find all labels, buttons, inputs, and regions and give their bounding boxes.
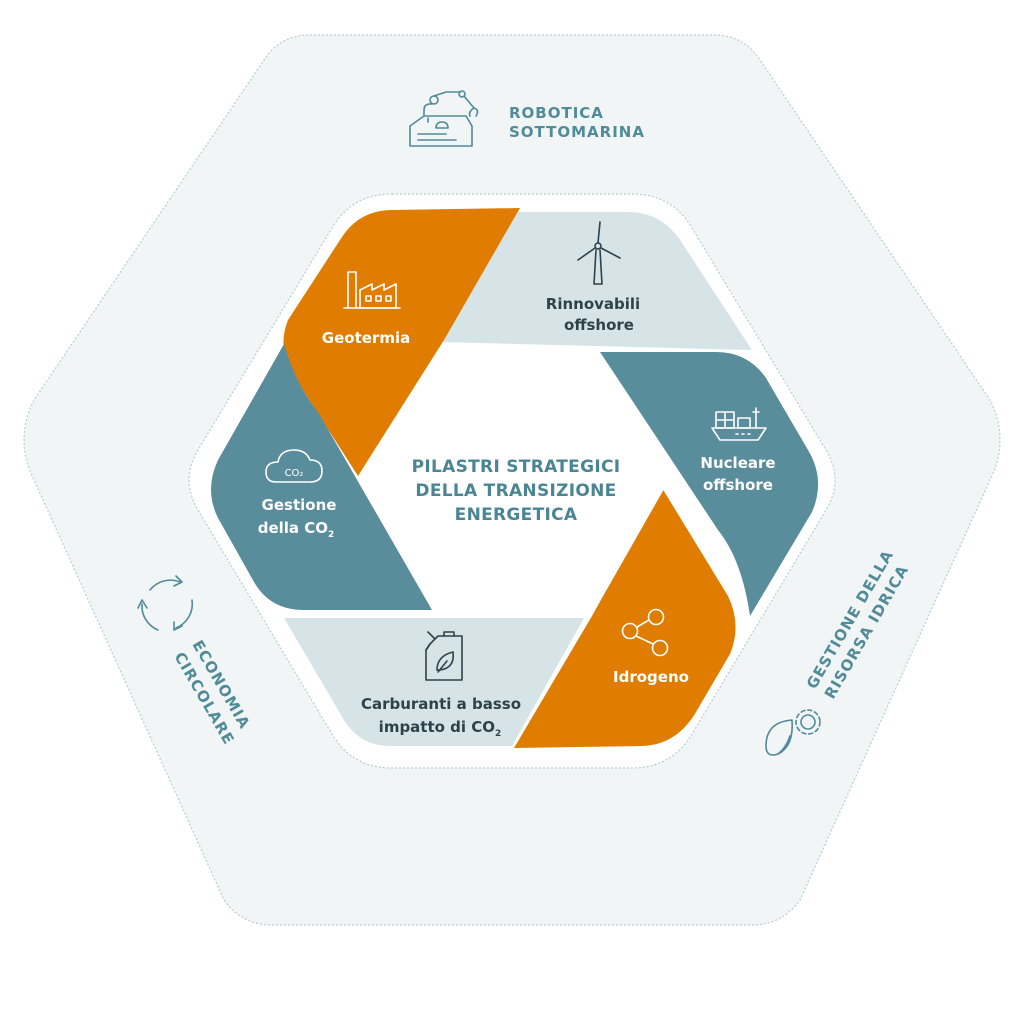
underwater-robot-icon	[409, 90, 479, 147]
co2-cloud-icon	[265, 449, 323, 483]
center-hexagon	[368, 352, 668, 612]
carburanti-label-line2: impatto di CO2	[379, 718, 502, 739]
segment-rinnovabili[interactable]	[442, 212, 752, 350]
molecule-icon	[621, 608, 669, 657]
factory-icon	[343, 271, 401, 309]
geotermia-label: Geotermia	[322, 329, 410, 347]
center-title-line2: DELLA TRANSIZIONE	[415, 481, 616, 501]
center-title-line1: PILASTRI STRATEGICI	[412, 457, 621, 477]
co2-cloud-text: CO₂	[285, 468, 304, 479]
water-drop-gear-icon	[765, 709, 821, 756]
idrogeno-label: Idrogeno	[613, 668, 689, 686]
segment-idrogeno[interactable]	[514, 488, 736, 748]
carburanti-label-line1: Carburanti a basso	[361, 695, 521, 713]
segment-carburanti[interactable]	[284, 618, 584, 746]
ship-icon	[711, 407, 767, 441]
rinnovabili-label-line2: offshore	[564, 316, 634, 334]
center-title-line3: ENERGETICA	[455, 505, 578, 525]
segment-nucleare[interactable]	[600, 352, 819, 616]
co2-label-line1: Gestione	[262, 496, 337, 514]
robotica-label-line1: ROBOTICA	[509, 104, 604, 122]
nucleare-label-line1: Nucleare	[700, 454, 775, 472]
segment-geotermia[interactable]	[283, 208, 520, 476]
fuel-canister-icon	[425, 631, 463, 681]
co2-label-line2: della CO2	[258, 519, 335, 540]
robotica-label-line2: SOTTOMARINA	[509, 123, 645, 141]
rinnovabili-label-line1: Rinnovabili	[546, 295, 640, 313]
nucleare-label-line2: offshore	[703, 476, 773, 494]
circular-arrows-icon	[137, 575, 194, 631]
wind-turbine-icon	[577, 221, 621, 285]
